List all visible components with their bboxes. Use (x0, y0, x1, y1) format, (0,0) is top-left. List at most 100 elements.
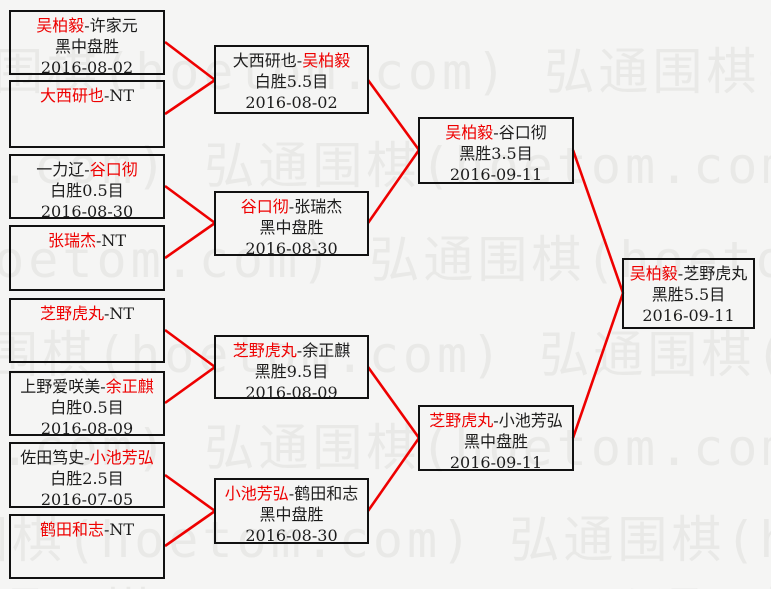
player-name: -张瑞杰 (288, 197, 343, 216)
match-players: 芝野虎丸-小池芳弘 (420, 410, 572, 431)
player-name: 上野爱咲美- (20, 377, 106, 396)
connector-line (366, 437, 421, 512)
winner-name: 吴柏毅 (629, 264, 678, 283)
match-players: 一力辽-谷口彻 (11, 159, 163, 180)
match-box-r2-2: 谷口彻-张瑞杰 黑中盘胜 2016-08-30 (214, 191, 369, 258)
match-players: 大西研也-吴柏毅 (216, 50, 367, 71)
match-box-r1-8: 鹤田和志-NT (9, 514, 165, 579)
match-date: 2016-09-11 (642, 306, 735, 325)
winner-name: 小池芳弘 (224, 484, 289, 503)
match-date: 2016-08-02 (245, 93, 338, 112)
connector-line (366, 79, 421, 151)
match-date: 2016-09-11 (449, 453, 543, 472)
match-players: 张瑞杰-NT (11, 230, 163, 251)
match-box-r1-6: 上野爱咲美-余正麒 白胜0.5目 2016-08-09 (9, 371, 165, 438)
winner-name: 吴柏毅 (36, 16, 85, 35)
connector-line (164, 78, 216, 116)
player-name: -鹤田和志 (288, 484, 359, 503)
match-date: 2016-07-05 (40, 490, 134, 509)
match-players: 小池芳弘-鹤田和志 (216, 483, 367, 504)
player-name: 一力辽- (36, 160, 90, 179)
connector-line (164, 365, 216, 405)
player-name: -NT (103, 86, 135, 105)
player-name: -NT (103, 304, 135, 323)
player-name: -谷口彻 (493, 123, 547, 142)
match-players: 鹤田和志-NT (11, 519, 163, 540)
match-result: 黑胜3.5目 (459, 144, 533, 163)
match-result: 白胜5.5目 (254, 72, 329, 91)
player-name: -小池芳弘 (493, 411, 563, 430)
match-date: 2016-08-09 (245, 383, 338, 402)
match-players: 上野爱咲美-余正麒 (11, 376, 163, 397)
match-box-sf-1: 吴柏毅-谷口彻 黑胜3.5目 2016-09-11 (418, 117, 574, 184)
winner-name: 芝野虎丸 (429, 411, 494, 430)
match-players: 吴柏毅-许家元 (11, 15, 163, 36)
match-players: 芝野虎丸-余正麒 (216, 340, 367, 361)
match-box-r1-5: 芝野虎丸-NT (9, 298, 165, 363)
connector-line (164, 509, 216, 548)
player-name: -芝野虎丸 (677, 264, 748, 283)
watermark-text: 弘通围棋(hoetom.com) 弘通围棋(hoetom.com) 弘通围棋(h… (0, 572, 771, 589)
match-result: 黑胜5.5目 (651, 285, 726, 304)
match-players: 吴柏毅-谷口彻 (420, 122, 572, 143)
match-date: 2016-08-02 (40, 58, 134, 77)
match-date: 2016-08-30 (40, 202, 134, 221)
winner-name: 谷口彻 (89, 160, 138, 179)
winner-name: 吴柏毅 (445, 123, 494, 142)
match-box-r1-2: 大西研也-NT (9, 80, 165, 148)
watermark-text: 弘通围棋(hoetom.com) 弘通围棋(hoetom.com) 弘通围棋(h… (0, 326, 771, 384)
match-result: 黑中盘胜 (54, 37, 119, 56)
player-name: -NT (95, 231, 127, 250)
connector-line (366, 149, 421, 224)
connector-line (164, 328, 216, 369)
player-name: 佐田笃史- (20, 448, 90, 467)
connector-line (164, 473, 216, 513)
connector-line (571, 292, 625, 439)
match-box-r2-4: 小池芳弘-鹤田和志 黑中盘胜 2016-08-30 (214, 478, 369, 545)
connector-line (164, 221, 216, 260)
match-players: 芝野虎丸-NT (11, 303, 163, 324)
player-name: -许家元 (84, 16, 138, 35)
player-name: 大西研也- (232, 51, 303, 70)
winner-name: 芝野虎丸 (232, 341, 297, 360)
connector-line (164, 40, 216, 82)
match-date: 2016-08-30 (245, 526, 338, 545)
match-box-r2-3: 芝野虎丸-余正麒 黑胜9.5目 2016-08-09 (214, 335, 369, 402)
match-box-final: 吴柏毅-芝野虎丸 黑胜5.5目 2016-09-11 (622, 258, 755, 329)
match-box-sf-2: 芝野虎丸-小池芳弘 黑中盘胜 2016-09-11 (418, 405, 574, 472)
watermark-text: 弘通围棋(hoetom.com) 弘通围棋(hoetom.com) 弘通围棋(h… (0, 43, 771, 101)
watermark-text: 弘通围棋(hoetom.com) 弘通围棋(hoetom.com) 弘通围棋(h… (0, 419, 771, 477)
winner-name: 余正麒 (105, 377, 154, 396)
match-result: 黑中盘胜 (259, 218, 324, 237)
match-date: 2016-08-09 (40, 419, 134, 438)
winner-name: 小池芳弘 (89, 448, 154, 467)
match-result: 白胜2.5目 (50, 469, 124, 488)
match-box-r2-1: 大西研也-吴柏毅 白胜5.5目 2016-08-02 (214, 45, 369, 114)
winner-name: 谷口彻 (240, 197, 289, 216)
match-box-r1-1: 吴柏毅-许家元 黑中盘胜 2016-08-02 (9, 10, 165, 77)
winner-name: 芝野虎丸 (39, 304, 104, 323)
connector-line (571, 149, 625, 294)
winner-name: 张瑞杰 (47, 231, 96, 250)
watermark-text: 弘通围棋(hoetom.com) 弘通围棋(hoetom.com) 弘通围棋(h… (0, 231, 771, 289)
match-players: 大西研也-NT (11, 85, 163, 106)
match-box-r1-4: 张瑞杰-NT (9, 225, 165, 291)
match-date: 2016-09-11 (449, 165, 543, 184)
match-players: 谷口彻-张瑞杰 (216, 196, 367, 217)
match-result: 白胜0.5目 (50, 398, 124, 417)
match-date: 2016-08-30 (245, 239, 338, 258)
winner-name: 鹤田和志 (39, 520, 104, 539)
winner-name: 吴柏毅 (302, 51, 351, 70)
match-result: 黑胜9.5目 (254, 362, 329, 381)
player-name: -NT (103, 520, 135, 539)
match-result: 黑中盘胜 (259, 505, 324, 524)
connector-line (366, 366, 421, 439)
match-players: 佐田笃史-小池芳弘 (11, 447, 163, 468)
player-name: -余正麒 (296, 341, 351, 360)
connector-line (164, 184, 216, 225)
match-players: 吴柏毅-芝野虎丸 (624, 263, 753, 284)
match-result: 白胜0.5目 (50, 181, 124, 200)
